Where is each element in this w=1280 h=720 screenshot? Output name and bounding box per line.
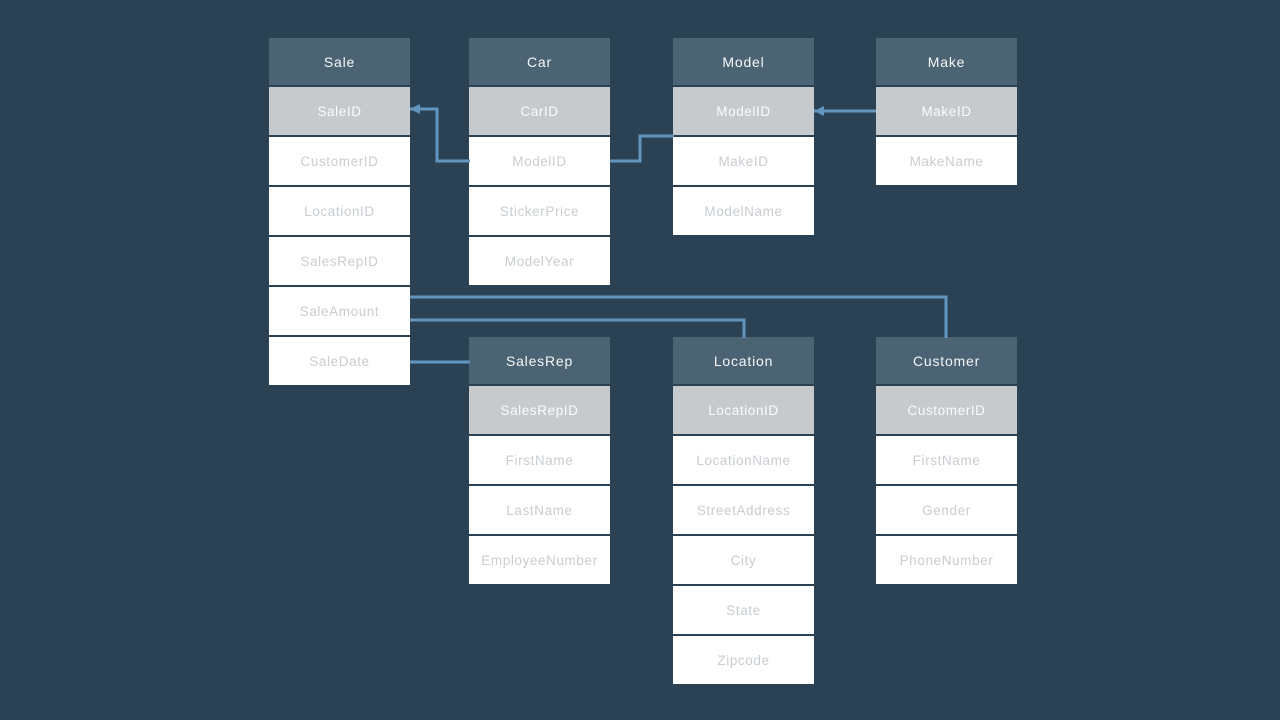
field-makename: MakeName	[876, 137, 1017, 185]
table-title: SalesRep	[469, 337, 610, 384]
table-title: Make	[876, 38, 1017, 85]
field-saledate: SaleDate	[269, 337, 410, 385]
field-modelyear: ModelYear	[469, 237, 610, 285]
connector-sale-saleamount-to-customer	[410, 295, 948, 338]
arrowhead-icon	[410, 104, 420, 114]
field-phonenumber: PhoneNumber	[876, 536, 1017, 584]
table-title: Car	[469, 38, 610, 85]
key-field-customerid: CustomerID	[876, 386, 1017, 434]
field-zipcode: Zipcode	[673, 636, 814, 684]
key-field-salesrepid: SalesRepID	[469, 386, 610, 434]
field-streetaddress: StreetAddress	[673, 486, 814, 534]
key-field-modelid: ModelID	[673, 87, 814, 135]
field-state: State	[673, 586, 814, 634]
field-firstname: FirstName	[469, 436, 610, 484]
connector-car-modelid-to-model-modelid	[610, 134, 674, 163]
field-city: City	[673, 536, 814, 584]
field-firstname: FirstName	[876, 436, 1017, 484]
field-locationid: LocationID	[269, 187, 410, 235]
field-gender: Gender	[876, 486, 1017, 534]
field-customerid: CustomerID	[269, 137, 410, 185]
field-makeid: MakeID	[673, 137, 814, 185]
key-field-locationid: LocationID	[673, 386, 814, 434]
key-field-carid: CarID	[469, 87, 610, 135]
table-title: Customer	[876, 337, 1017, 384]
field-employeenumber: EmployeeNumber	[469, 536, 610, 584]
arrowhead-icon	[814, 106, 824, 116]
field-modelid: ModelID	[469, 137, 610, 185]
key-field-saleid: SaleID	[269, 87, 410, 135]
connector-sale-saleamount-to-location	[410, 318, 746, 338]
key-field-makeid: MakeID	[876, 87, 1017, 135]
field-modelname: ModelName	[673, 187, 814, 235]
field-saleamount: SaleAmount	[269, 287, 410, 335]
field-locationname: LocationName	[673, 436, 814, 484]
connector-sale-saleid-to-car-modelid	[410, 107, 470, 163]
table-title: Model	[673, 38, 814, 85]
field-salesrepid: SalesRepID	[269, 237, 410, 285]
table-title: Location	[673, 337, 814, 384]
field-lastname: LastName	[469, 486, 610, 534]
field-stickerprice: StickerPrice	[469, 187, 610, 235]
table-title: Sale	[269, 38, 410, 85]
